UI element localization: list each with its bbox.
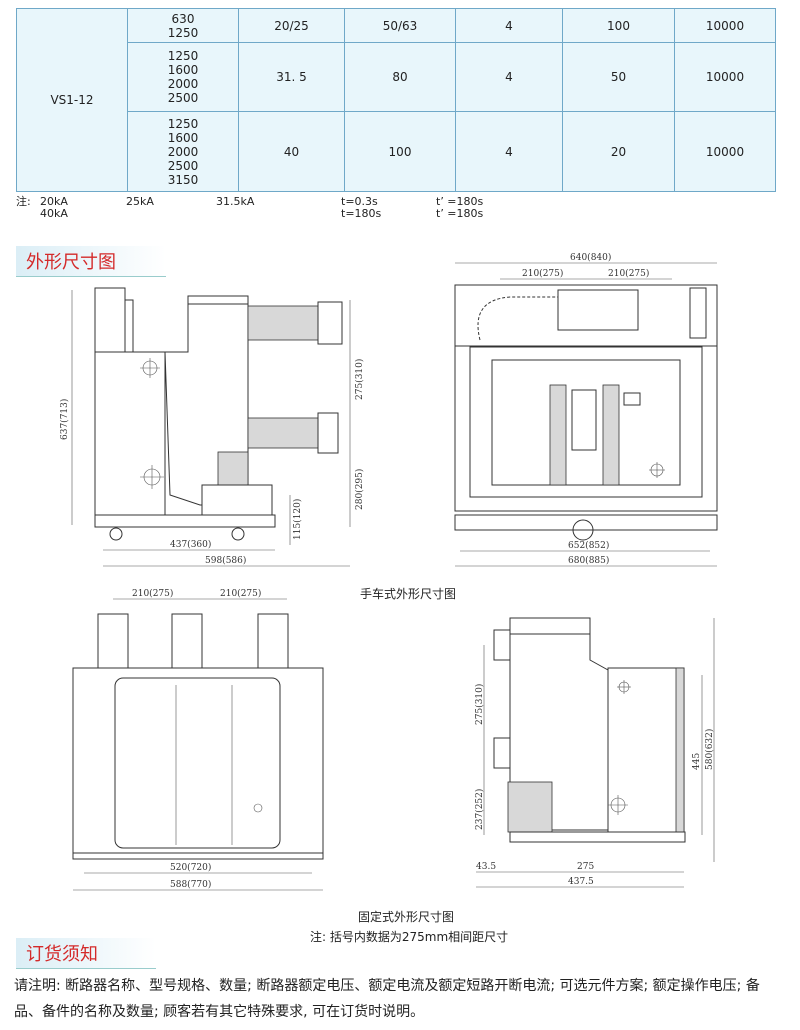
dim-label: 580(632) bbox=[704, 729, 715, 770]
note-value: 20kA bbox=[40, 195, 68, 208]
dim-label: 437.5 bbox=[568, 877, 594, 887]
dim-label: 210(275) bbox=[608, 268, 649, 279]
table-cell: 50/63 bbox=[344, 8, 456, 43]
table-cell: 4 bbox=[455, 42, 563, 112]
model-cell: VS1-12 bbox=[16, 8, 128, 192]
order-instructions: 请注明: 断路器名称、型号规格、数量; 断路器额定电压、额定电流及额定短路开断电… bbox=[14, 978, 760, 1020]
table-cell: 4 bbox=[455, 111, 563, 192]
parameter-table: VS1-12 630 1250 20/25 50/63 4 100 10000 … bbox=[16, 8, 776, 192]
table-cell: 10000 bbox=[674, 111, 776, 192]
handcart-side-view: 637(713) 275(310) 280(295) 115(120) 437(… bbox=[59, 287, 365, 567]
table-cell: 10000 bbox=[674, 42, 776, 112]
dim-label: 652(852) bbox=[568, 540, 609, 551]
table-cell: 100 bbox=[562, 8, 675, 43]
dim-label: 588(770) bbox=[170, 879, 211, 890]
note-value: t=180s bbox=[341, 207, 382, 220]
table-cell: 10000 bbox=[674, 8, 776, 43]
current-cell: 1250 1600 2000 2500 3150 bbox=[127, 111, 239, 192]
table-cell: 100 bbox=[344, 111, 456, 192]
caption-fixed-note: 注: 括号内数据为275mm相间距尺寸 bbox=[310, 930, 509, 944]
dim-label: 115(120) bbox=[292, 499, 303, 540]
note-value: 31.5kA bbox=[216, 195, 255, 208]
dim-label: 520(720) bbox=[170, 862, 211, 873]
dim-label: 275 bbox=[577, 862, 594, 872]
table-cell: 31. 5 bbox=[238, 42, 345, 112]
dim-label: 210(275) bbox=[522, 268, 563, 279]
note-value: t’ =180s bbox=[436, 207, 484, 220]
dim-label: 598(586) bbox=[205, 555, 246, 566]
fixed-front-view: 210(275) 210(275) 520(720) 588(770) bbox=[72, 588, 324, 891]
dim-label: 43.5 bbox=[476, 862, 496, 872]
dim-label: 640(840) bbox=[570, 252, 611, 263]
note-value: 40kA bbox=[40, 207, 68, 220]
dim-label: 275(310) bbox=[354, 359, 365, 400]
dim-label: 637(713) bbox=[59, 399, 70, 440]
note-value: t=0.3s bbox=[341, 195, 378, 208]
fixed-side-view: 275(310) 237(252) 445 580(632) 43.5 275 … bbox=[474, 617, 715, 888]
dim-label: 280(295) bbox=[354, 469, 365, 510]
dim-label: 437(360) bbox=[170, 539, 211, 550]
table-cell: 20 bbox=[562, 111, 675, 192]
note-value: 25kA bbox=[126, 195, 154, 208]
section-title-outline: 外形尺寸图 bbox=[16, 246, 166, 277]
dim-label: 237(252) bbox=[474, 789, 485, 830]
note-prefix: 注: bbox=[16, 195, 31, 208]
dim-label: 210(275) bbox=[132, 588, 173, 599]
dim-label: 680(885) bbox=[568, 555, 609, 566]
dim-label: 210(275) bbox=[220, 588, 261, 599]
dim-label: 445 bbox=[692, 753, 702, 770]
section-title-order: 订货须知 bbox=[16, 938, 156, 969]
current-cell: 1250 1600 2000 2500 bbox=[127, 42, 239, 112]
table-cell: 50 bbox=[562, 42, 675, 112]
handcart-front-view: 640(840) 210(275) 210(275) 652(852) 680(… bbox=[454, 252, 718, 567]
dim-label: 275(310) bbox=[474, 684, 485, 725]
caption-handcart: 手车式外形尺寸图 bbox=[360, 587, 457, 601]
caption-fixed: 固定式外形尺寸图 bbox=[358, 910, 455, 924]
current-cell: 630 1250 bbox=[127, 8, 239, 43]
note-value: t’ =180s bbox=[436, 195, 484, 208]
table-cell: 80 bbox=[344, 42, 456, 112]
